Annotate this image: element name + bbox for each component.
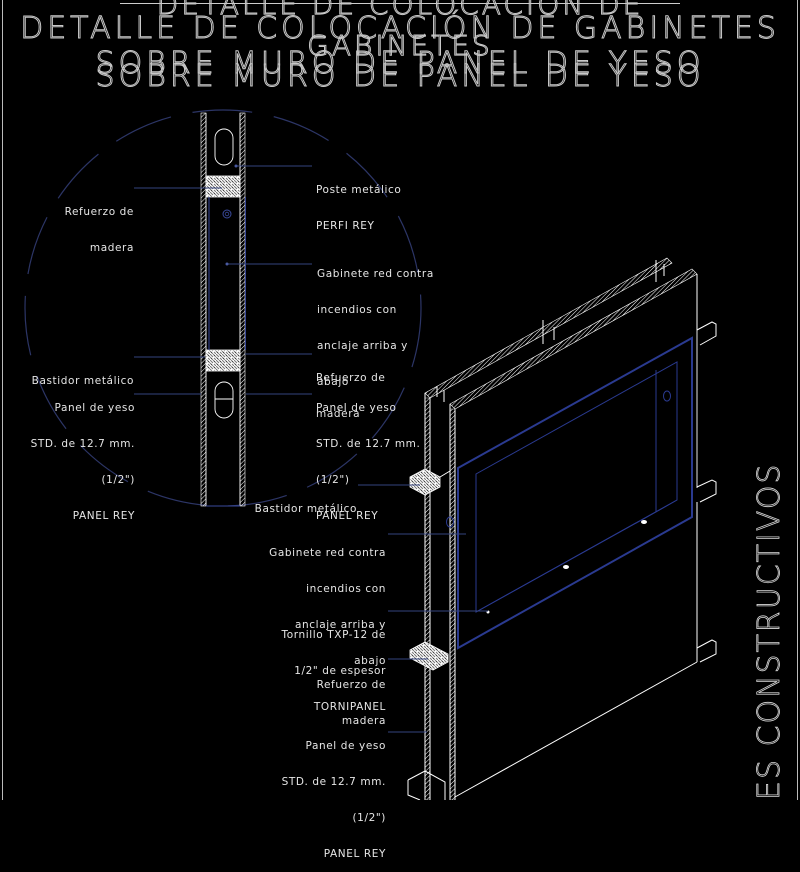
label-poste-metalico: Poste metálico PERFI REY [316,184,402,232]
label-refuerzo-bottom: Refuerzo de madera [316,372,386,420]
title-line1: DETALLE DE COLOCACIÓN DE GABINETES [20,11,780,47]
drawing-canvas [2,0,798,800]
label-panel-left: Panel de yeso STD. de 12.7 mm. (1/2") PA… [30,402,135,522]
isometric-cabinet [446,336,693,650]
label-refuerzo-top: Refuerzo de madera [64,206,134,254]
section-leaders [134,165,312,395]
label-panel-iso: Panel de yeso STD. de 12.7 mm. (1/2") PA… [281,740,386,860]
isometric-leaders [358,484,488,733]
title-line3: SOBRE MURO DE PANEL DE YESO [95,46,705,82]
title-overlap-line1: DETALLE DE COLOCACIÓN DE [156,0,644,22]
label-gabinete-iso: Gabinete red contra incendios con anclaj… [269,547,386,667]
side-title-vertical: ES CONSTRUCTIVOS [752,462,788,800]
label-refuerzo-iso: Refuerzo de madera [316,679,386,727]
label-bastidor-section: Bastidor metálico [31,375,134,387]
section-detail-stud [200,112,246,507]
label-panel-right: Panel de yeso STD. de 12.7 mm. (1/2") PA… [316,402,421,522]
title-overlap-line2: GABINETES [307,29,493,63]
label-gabinete-section: Gabinete red contra incendios con anclaj… [317,268,434,388]
title-line3-duplicate: SOBRE MURO DE PANEL DE YESO [95,59,705,95]
sheet-frame [2,0,798,800]
isometric-wall [407,257,717,800]
label-tornillo: Tornillo TXP-12 de 1/2" de espesor TORNI… [281,629,386,713]
detail-circle [24,109,422,507]
label-bastidor-iso: Bastidor metálico [254,503,357,515]
